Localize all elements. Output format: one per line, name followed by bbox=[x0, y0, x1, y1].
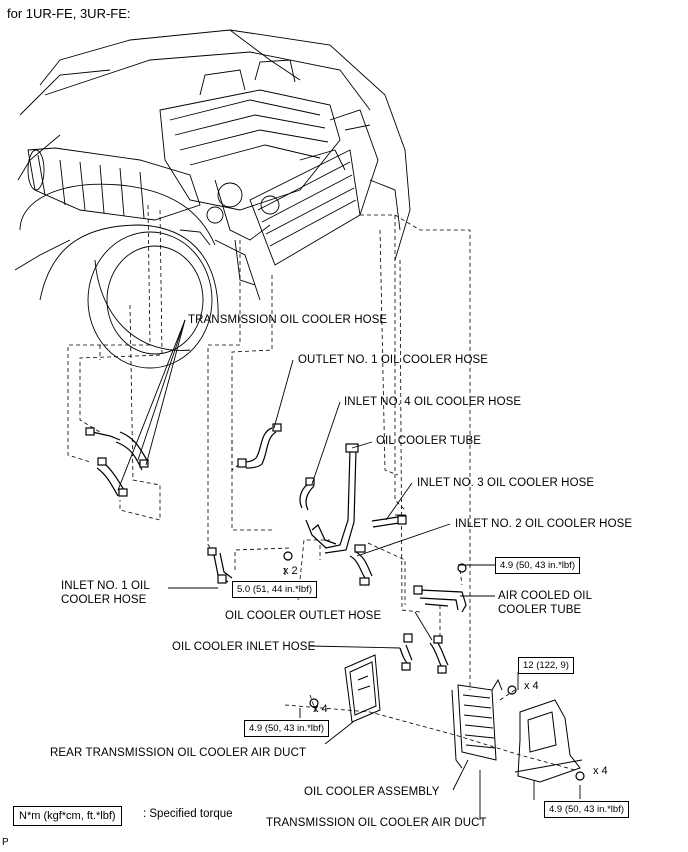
label-oil-cooler-assembly: OIL COOLER ASSEMBLY bbox=[304, 786, 440, 798]
label-inlet-no1-line2: COOLER HOSE bbox=[61, 594, 147, 606]
label-air-cooled-tube-line2: COOLER TUBE bbox=[498, 604, 582, 616]
label-inlet-no1-line1: INLET NO. 1 OIL bbox=[61, 580, 150, 592]
label-rear-transmission-air-duct: REAR TRANSMISSION OIL COOLER AIR DUCT bbox=[50, 747, 307, 759]
quantity-mark-x4-assembly: x 4 bbox=[524, 680, 539, 692]
torque-box-oil-cooler-assembly: 12 (122, 9) bbox=[518, 657, 574, 674]
label-inlet-no2-oil-cooler-hose: INLET NO. 2 OIL COOLER HOSE bbox=[455, 518, 633, 530]
engine-bay-drawing bbox=[14, 29, 411, 369]
routing-guides bbox=[67, 204, 576, 771]
label-air-cooled-tube-line1: AIR COOLED OIL bbox=[498, 590, 593, 602]
corner-mark: P bbox=[2, 837, 9, 848]
air-duct-drawing bbox=[514, 699, 583, 783]
label-transmission-oil-cooler-hose: TRANSMISSION OIL COOLER HOSE bbox=[188, 314, 388, 326]
oil-cooler-assembly-drawing bbox=[451, 678, 503, 769]
torque-box-inlet-no1: 5.0 (51, 44 in.*lbf) bbox=[232, 581, 317, 598]
quantity-mark-x2: x 2 bbox=[283, 565, 298, 577]
label-transmission-air-duct: TRANSMISSION OIL COOLER AIR DUCT bbox=[266, 817, 487, 829]
torque-box-rear-duct: 4.9 (50, 43 in.*lbf) bbox=[244, 720, 329, 737]
label-inlet-no4-oil-cooler-hose: INLET NO. 4 OIL COOLER HOSE bbox=[344, 396, 522, 408]
rear-air-duct-drawing bbox=[344, 654, 381, 723]
hoses bbox=[85, 423, 585, 781]
legend-text: : Specified torque bbox=[143, 808, 233, 820]
label-inlet-no3-oil-cooler-hose: INLET NO. 3 OIL COOLER HOSE bbox=[417, 477, 595, 489]
quantity-mark-x4-air-duct: x 4 bbox=[593, 765, 608, 777]
legend-torque-box: N*m (kgf*cm, ft.*lbf) bbox=[13, 806, 122, 826]
leader-lines bbox=[117, 319, 581, 820]
label-oil-cooler-outlet-hose: OIL COOLER OUTLET HOSE bbox=[225, 610, 382, 622]
label-oil-cooler-tube: OIL COOLER TUBE bbox=[376, 435, 482, 447]
torque-box-air-duct: 4.9 (50, 43 in.*lbf) bbox=[544, 801, 629, 818]
diagram-header: for 1UR-FE, 3UR-FE: bbox=[7, 6, 131, 21]
label-oil-cooler-inlet-hose: OIL COOLER INLET HOSE bbox=[172, 641, 316, 653]
label-outlet-no1-oil-cooler-hose: OUTLET NO. 1 OIL COOLER HOSE bbox=[298, 354, 489, 366]
quantity-mark-x4-rear-duct: x 4 bbox=[313, 703, 328, 715]
torque-box-air-cooled-tube: 4.9 (50, 43 in.*lbf) bbox=[495, 557, 580, 574]
